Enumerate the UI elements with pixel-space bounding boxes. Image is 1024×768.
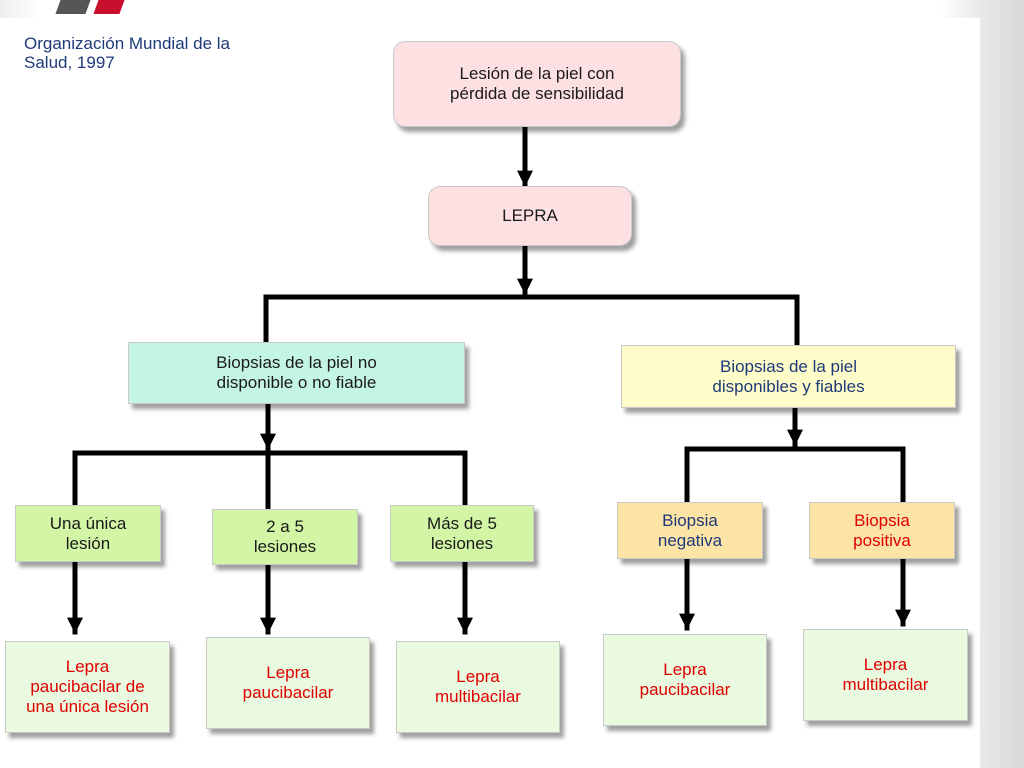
- node-text: paucibacilar: [639, 680, 731, 699]
- node-text: Una única: [49, 513, 127, 533]
- node-text: Lepra: [663, 660, 707, 679]
- node-text: disponibles y fiables: [712, 376, 865, 396]
- node-text: lesión: [65, 533, 111, 553]
- node-more-than-five: Más de 5 lesiones: [390, 505, 534, 562]
- node-biopsy-unavailable: Biopsias de la piel no disponible o no f…: [128, 342, 465, 404]
- node-text: Lesión de la piel con: [459, 64, 615, 83]
- node-text: Lepra: [266, 663, 310, 682]
- node-text: 2 a 5: [266, 517, 304, 536]
- source-caption: Organización Mundial de la Salud, 1997: [24, 34, 230, 72]
- node-text: Lepra: [65, 657, 110, 676]
- node-text: paucibacilar: [242, 683, 334, 702]
- result-pb-single-lesion: Lepra paucibacilar de una única lesión: [5, 641, 170, 733]
- node-text: Biopsias de la piel no: [216, 353, 377, 372]
- node-text: paucibacilar de: [30, 677, 145, 696]
- node-biopsy-available: Biopsias de la piel disponibles y fiable…: [621, 345, 956, 408]
- caption-line-1: Organización Mundial de la: [24, 34, 231, 53]
- node-text: multibacilar: [435, 687, 521, 706]
- node-text: positiva: [853, 530, 911, 550]
- caption-line-2: Salud, 1997: [24, 53, 115, 72]
- node-two-to-five: 2 a 5 lesiones: [212, 509, 358, 565]
- node-text: lesiones: [430, 533, 494, 553]
- node-text: lesiones: [253, 537, 317, 556]
- node-text: disponible o no fiable: [216, 373, 377, 392]
- result-pb-negative: Lepra paucibacilar: [603, 634, 767, 726]
- result-mb-positive: Lepra multibacilar: [803, 629, 968, 721]
- node-skin-lesion: Lesión de la piel con pérdida de sensibi…: [393, 41, 681, 127]
- node-text: Más de 5: [427, 513, 497, 533]
- node-single-lesion: Una única lesión: [15, 505, 161, 562]
- node-text: pérdida de sensibilidad: [450, 84, 624, 103]
- node-text: negativa: [657, 530, 723, 550]
- node-text: LEPRA: [502, 206, 558, 225]
- node-biopsy-positive: Biopsia positiva: [809, 502, 955, 559]
- node-text: una única lesión: [26, 697, 149, 716]
- result-pb-two-five: Lepra paucibacilar: [206, 637, 370, 729]
- result-mb-more-five: Lepra multibacilar: [396, 641, 560, 733]
- node-text: Biopsia: [662, 510, 718, 530]
- node-biopsy-negative: Biopsia negativa: [617, 502, 763, 559]
- node-text: Biopsia: [854, 510, 910, 530]
- node-text: Lepra: [863, 655, 908, 674]
- node-text: Lepra: [456, 667, 500, 686]
- node-lepra: LEPRA: [428, 186, 632, 246]
- node-text: multibacilar: [842, 675, 929, 694]
- node-text: Biopsias de la piel: [719, 356, 858, 376]
